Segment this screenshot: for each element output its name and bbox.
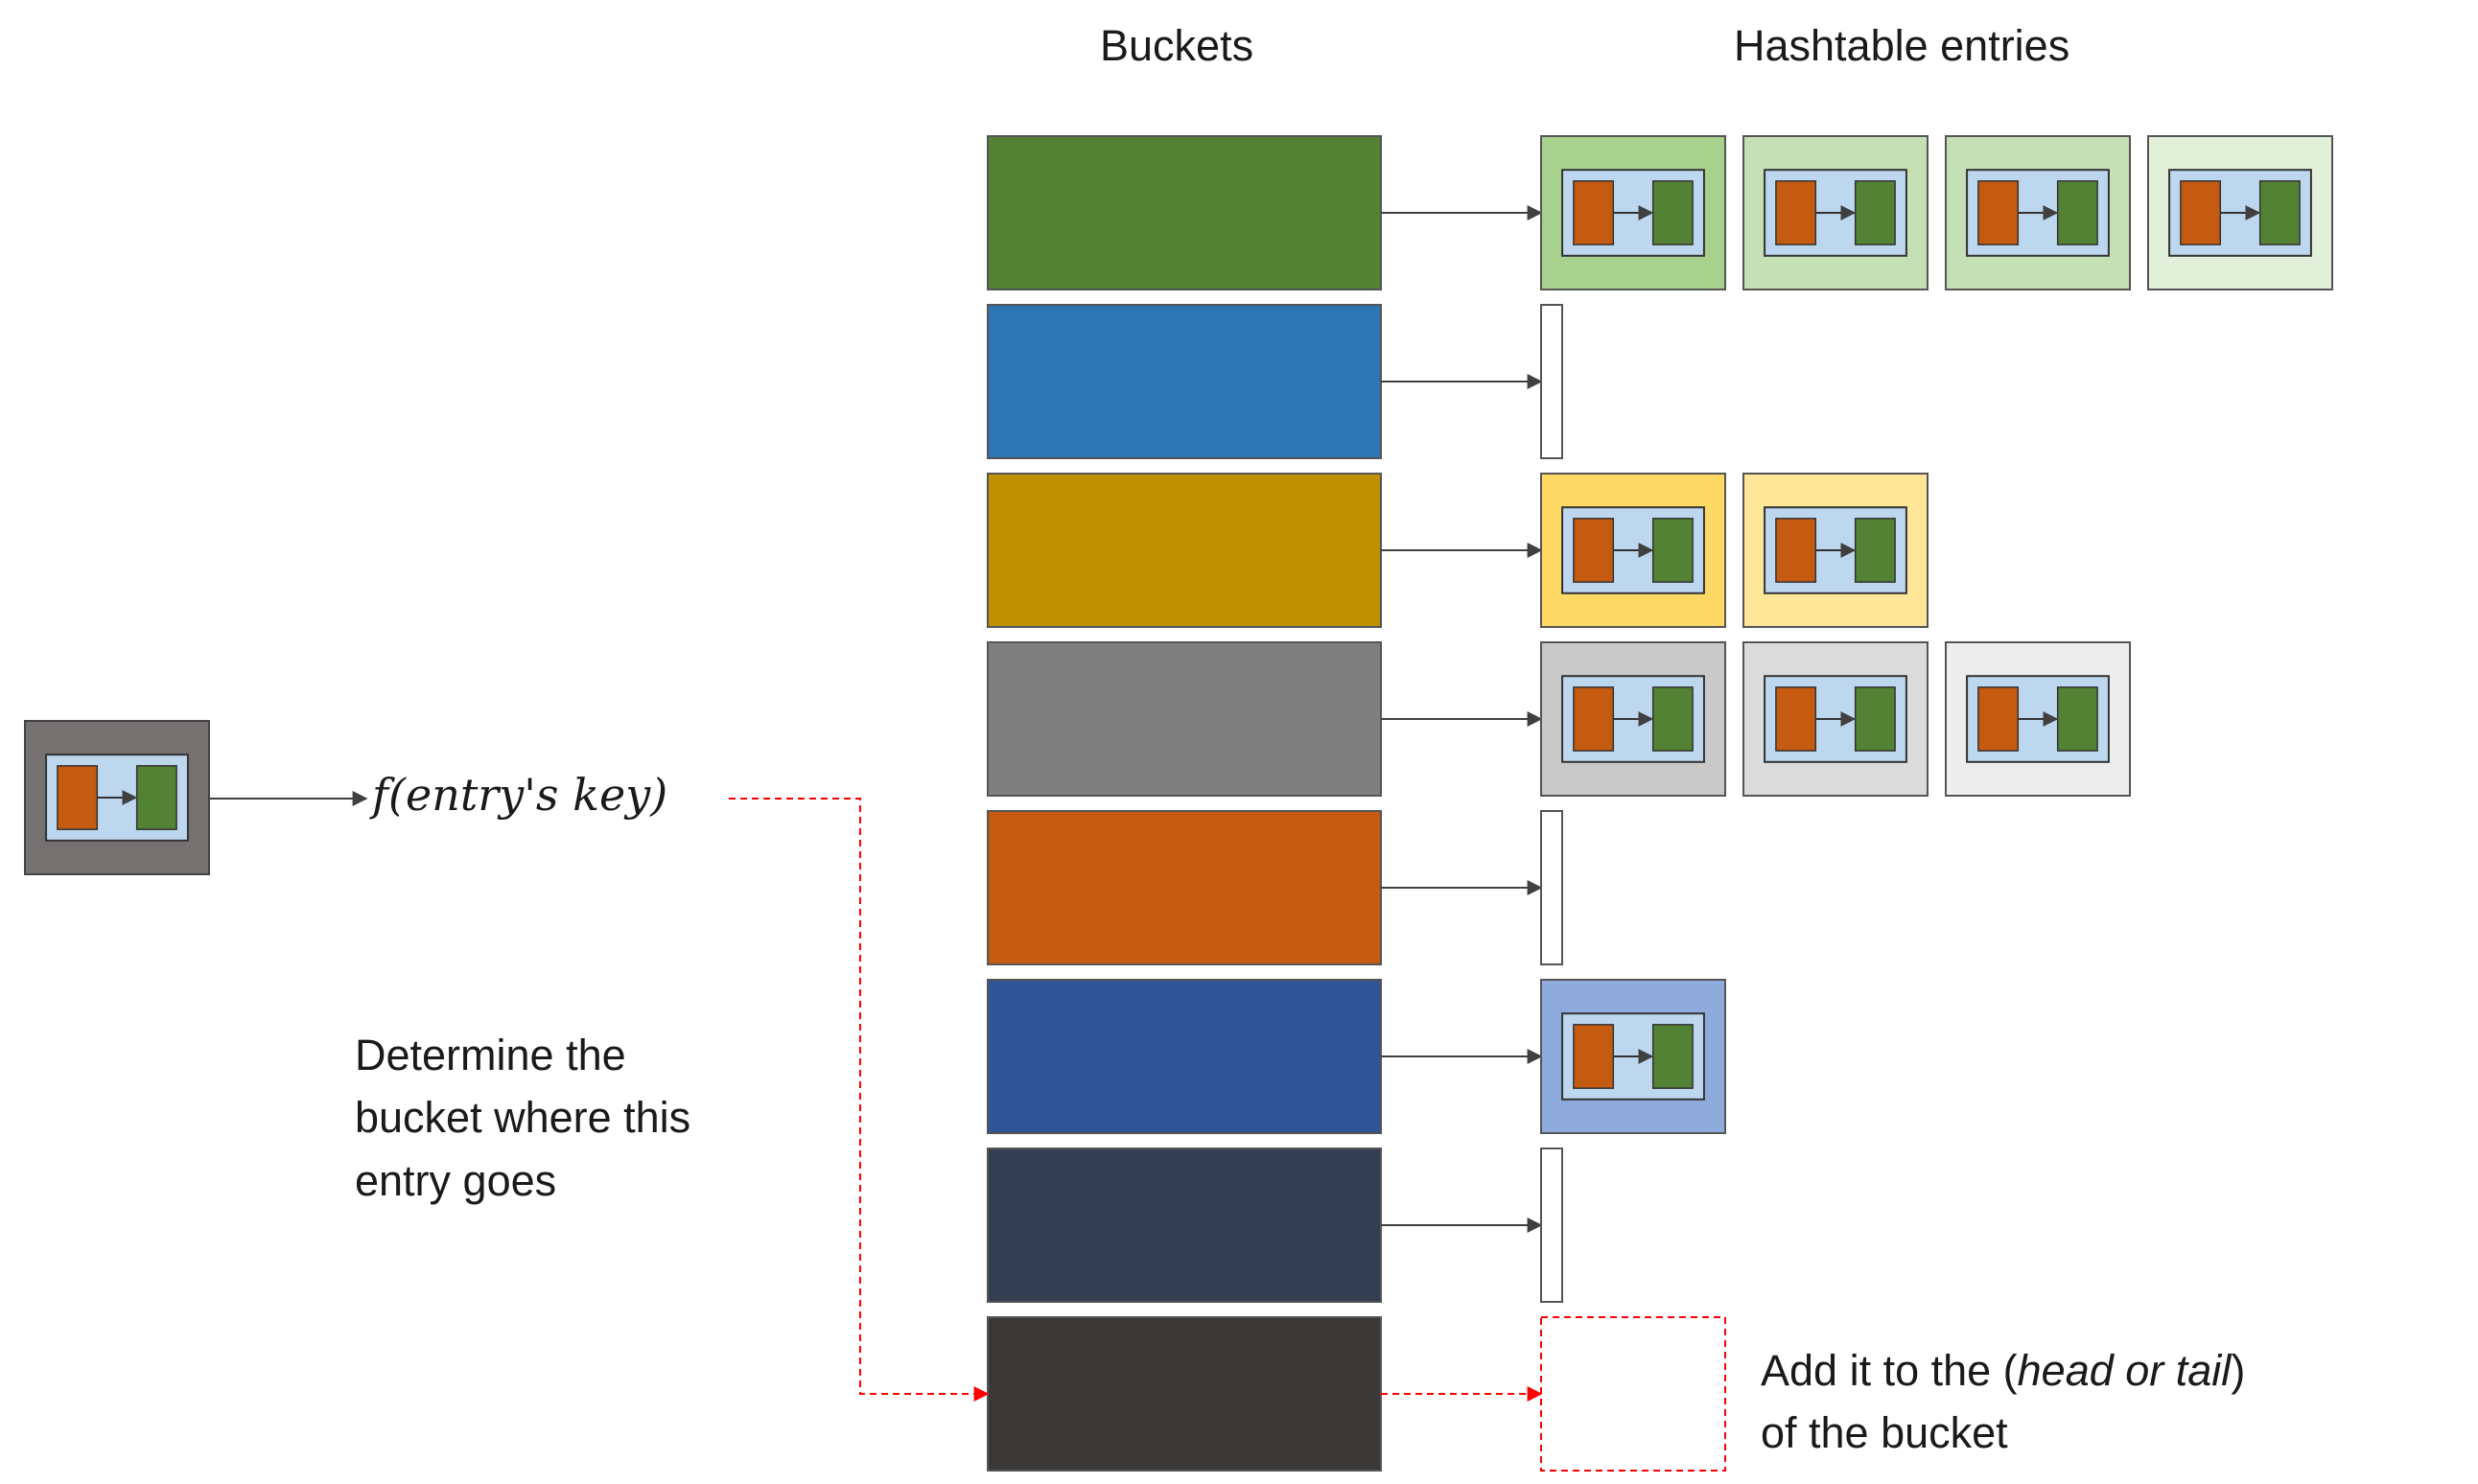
bucket-4-entry-3-value-square (2056, 686, 2098, 752)
bucket-1-entry-4-value-square (2258, 180, 2301, 245)
determine-caption-line-3: entry goes (355, 1155, 557, 1205)
bucket-8 (987, 1316, 1382, 1472)
entries-header: Hashtable entries (1734, 21, 2070, 70)
determine-caption-line-2: bucket where this (355, 1093, 691, 1143)
bucket-1-entry-1-key-square (1573, 180, 1615, 245)
bucket-1-entry-1-value-square (1651, 180, 1694, 245)
bucket-6-entry-1-key-square (1573, 1024, 1615, 1089)
input-entry-key-square (57, 765, 99, 830)
determine-bucket-caption: Determine the bucket where this entry go… (355, 1024, 690, 1212)
bucket-7-empty-list (1540, 1148, 1563, 1303)
buckets-header: Buckets (1100, 21, 1254, 70)
add-to-bucket-caption: Add it to the (head or tail) of the buck… (1761, 1339, 2245, 1465)
bucket-3-entry-2-value-square (1854, 518, 1896, 583)
bucket-1-entry-2-key-square (1775, 180, 1817, 245)
bucket-3-entry-2-key-square (1775, 518, 1817, 583)
bucket-2-empty-list (1540, 304, 1563, 459)
new-entry-slot (1540, 1316, 1726, 1472)
bucket-6-entry-1-value-square (1651, 1024, 1694, 1089)
bucket-7 (987, 1148, 1382, 1303)
bucket-3 (987, 473, 1382, 628)
input-entry-value-square (135, 765, 177, 830)
bucket-1-entry-2-value-square (1854, 180, 1896, 245)
bucket-1-entry-4-key-square (2180, 180, 2222, 245)
add-caption-line-1: Add it to the (head or tail) (1761, 1339, 2245, 1402)
bucket-2 (987, 304, 1382, 459)
bucket-5-empty-list (1540, 810, 1563, 965)
bucket-1 (987, 135, 1382, 290)
add-caption-suffix: ) (2231, 1346, 2246, 1395)
bucket-4-entry-2-key-square (1775, 686, 1817, 752)
bucket-1-entry-3-key-square (1977, 180, 2020, 245)
hash-to-bucket-path (729, 798, 990, 1402)
bucket-3-entry-1-value-square (1651, 518, 1694, 583)
bucket-4-entry-1-key-square (1573, 686, 1615, 752)
bucket-4-entry-1-value-square (1651, 686, 1694, 752)
add-caption-prefix: Add it to the ( (1761, 1346, 2018, 1395)
bucket-4-entry-2-value-square (1854, 686, 1896, 752)
hash-function-label: f(entry's key) (372, 769, 668, 821)
bucket-1-entry-3-value-square (2056, 180, 2098, 245)
add-caption-emphasis: head or tail (2017, 1346, 2232, 1395)
add-caption-line-2: of the bucket (1761, 1408, 2008, 1458)
determine-caption-line-1: Determine the (355, 1031, 626, 1079)
bucket-4-entry-3-key-square (1977, 686, 2020, 752)
bucket-3-entry-1-key-square (1573, 518, 1615, 583)
bucket-4 (987, 641, 1382, 797)
bucket-6 (987, 979, 1382, 1134)
bucket-5 (987, 810, 1382, 965)
